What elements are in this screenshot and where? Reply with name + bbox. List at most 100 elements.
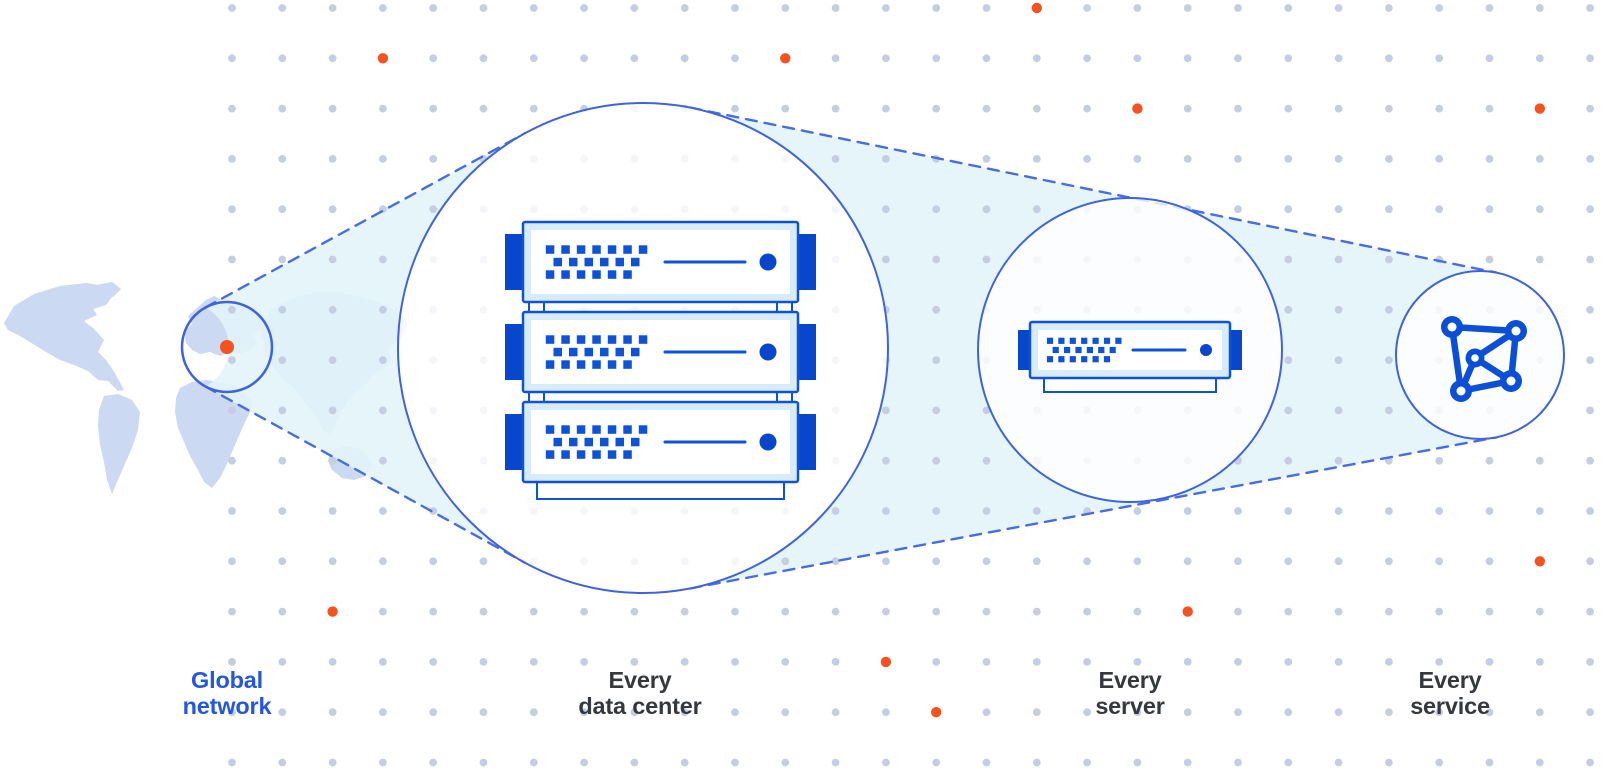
grid-dot [228,406,236,415]
grid-dot [328,155,337,163]
grid-dot [1435,658,1444,666]
vent-square [592,270,601,279]
grid-dot [1183,557,1192,566]
grid-dot [1334,305,1343,314]
server-ear-right [1228,330,1242,370]
grid-dot [932,255,941,264]
vent-square [1058,356,1065,363]
grid-dot [1284,305,1293,314]
grid-dot [1234,155,1242,163]
grid-dot [429,4,438,12]
grid-dot [1586,607,1594,616]
grid-dot [429,54,438,63]
grid-dot [228,456,236,465]
grid-dot [1284,557,1293,566]
orange-accent-dot [1031,2,1043,14]
grid-dot [932,54,941,63]
vent-square [623,335,632,344]
vent-square [1103,356,1111,363]
grid-dot [1385,104,1393,113]
vent-square [592,335,601,344]
grid-dot [1535,155,1544,163]
grid-dot [1234,104,1242,113]
grid-dot [781,658,790,666]
grid-dot [379,708,387,717]
grid-dot [1083,104,1091,113]
grid-dot [1032,104,1041,113]
grid-dot [1485,607,1494,616]
grid-dot [1535,4,1544,12]
grid-dot [328,205,337,214]
continent-south-america [98,394,140,494]
map-highlight-circle [180,300,274,394]
grid-dot [429,708,438,717]
grid-dot [680,4,689,12]
server-ear-right [796,234,816,290]
grid-dot [529,104,538,113]
grid-dot [1133,557,1142,566]
grid-dot [831,708,840,717]
grid-dot [932,205,941,214]
vent-square [1081,356,1088,363]
grid-dot [1586,255,1594,264]
vent-square [1058,337,1065,344]
vent-square [631,437,640,447]
grid-dot [1234,205,1242,214]
grid-dot [781,557,790,566]
grid-dot [1032,658,1041,666]
grid-dot [932,356,941,364]
grid-dot [781,104,790,113]
grid-dot [1083,607,1091,616]
grid-dot [1435,205,1444,214]
grid-dot [1334,406,1343,415]
grid-dot [982,758,991,767]
vent-square [607,245,617,254]
grid-dot [1032,557,1041,566]
grid-dot [1535,658,1544,666]
grid-dot [1435,456,1444,465]
server-ear-right [796,324,816,380]
vent-square [561,450,570,459]
power-led [759,343,777,361]
grid-dot [1535,255,1544,264]
grid-dot [479,758,488,767]
grid-dot [1535,456,1544,465]
server-ear-left [505,234,525,290]
dashed-guide-line [204,131,527,309]
grid-dot [1032,54,1041,63]
grid-dot [328,104,337,113]
grid-dot [630,54,639,63]
grid-dot [1586,356,1594,364]
grid-dot [1385,356,1393,364]
vent-square [576,425,586,434]
grid-dot [1385,4,1393,12]
network-mesh-icon [1441,316,1527,402]
grid-dot [731,54,739,63]
grid-dot [1586,456,1594,465]
grid-dot [1284,507,1293,515]
grid-dot [328,507,337,515]
vent-square [615,437,624,447]
grid-dot [278,205,287,214]
grid-dot [781,758,790,767]
grid-dot [479,54,488,63]
grid-dot [1133,607,1142,616]
server-ear-left [505,324,525,380]
vent-square [584,437,593,447]
vent-square [607,450,617,459]
grid-dot [630,658,639,666]
grid-dot [1133,155,1142,163]
grid-dot [982,708,991,717]
grid-dot [630,607,639,616]
grid-dot [278,4,287,12]
grid-dot [228,607,236,616]
grid-dot [1385,557,1393,566]
orange-accent-dot [880,656,892,668]
grid-dot [731,708,739,717]
grid-dot [379,507,387,515]
grid-dot [228,356,236,364]
vent-square [576,270,586,279]
grid-dot [1032,607,1041,616]
grid-dot [529,4,538,12]
grid-dot [1385,758,1393,767]
